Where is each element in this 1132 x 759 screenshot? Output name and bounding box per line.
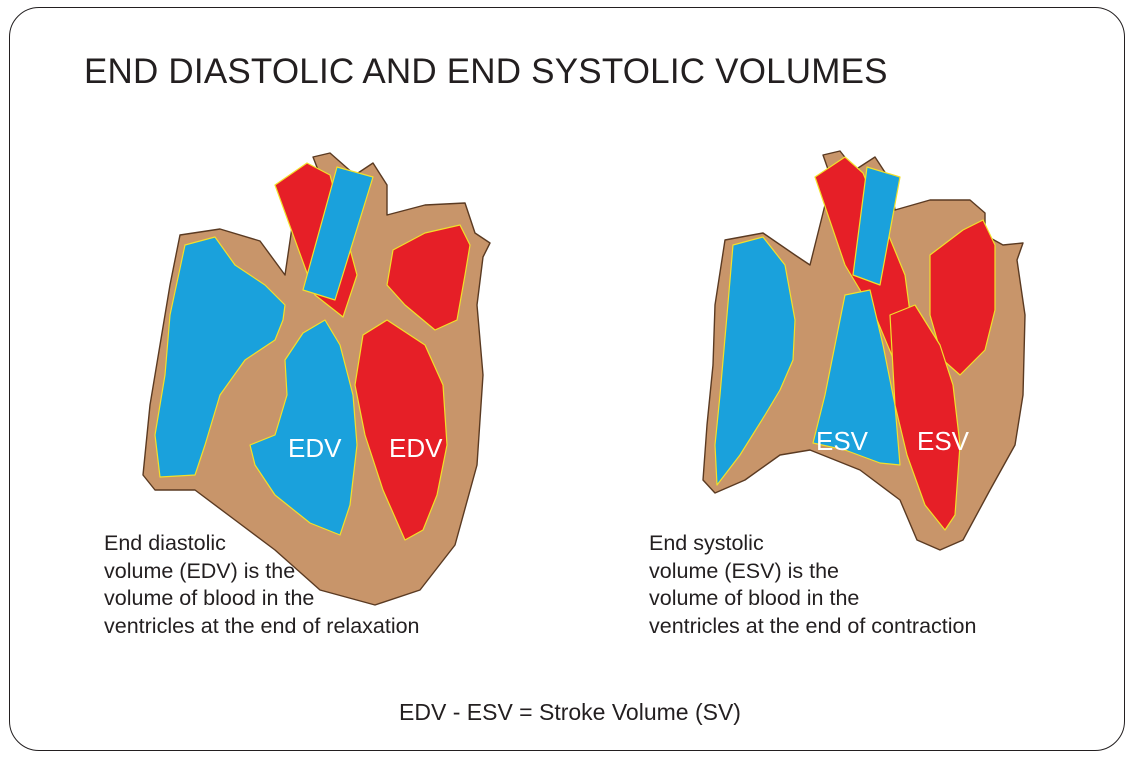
- ventricle-label-red: EDV: [389, 433, 443, 463]
- heart-systole-illustration: ESV ESV: [685, 145, 1055, 565]
- ventricle-label-blue: ESV: [816, 426, 869, 456]
- caption-line: volume of blood in the: [649, 585, 976, 613]
- caption-systole: End systolic volume (ESV) is the volume …: [649, 530, 976, 640]
- caption-diastole: End diastolic volume (EDV) is the volume…: [104, 530, 420, 640]
- ventricle-label-blue: EDV: [288, 433, 342, 463]
- caption-line: ventricles at the end of relaxation: [104, 613, 420, 641]
- caption-line: volume of blood in the: [104, 585, 420, 613]
- stroke-volume-formula: EDV - ESV = Stroke Volume (SV): [0, 698, 1132, 726]
- caption-line: End systolic: [649, 530, 976, 558]
- ventricle-label-red: ESV: [917, 426, 970, 456]
- caption-line: End diastolic: [104, 530, 420, 558]
- caption-line: ventricles at the end of contraction: [649, 613, 976, 641]
- page-title: END DIASTOLIC AND END SYSTOLIC VOLUMES: [84, 52, 888, 92]
- caption-line: volume (EDV) is the: [104, 558, 420, 586]
- caption-line: volume (ESV) is the: [649, 558, 976, 586]
